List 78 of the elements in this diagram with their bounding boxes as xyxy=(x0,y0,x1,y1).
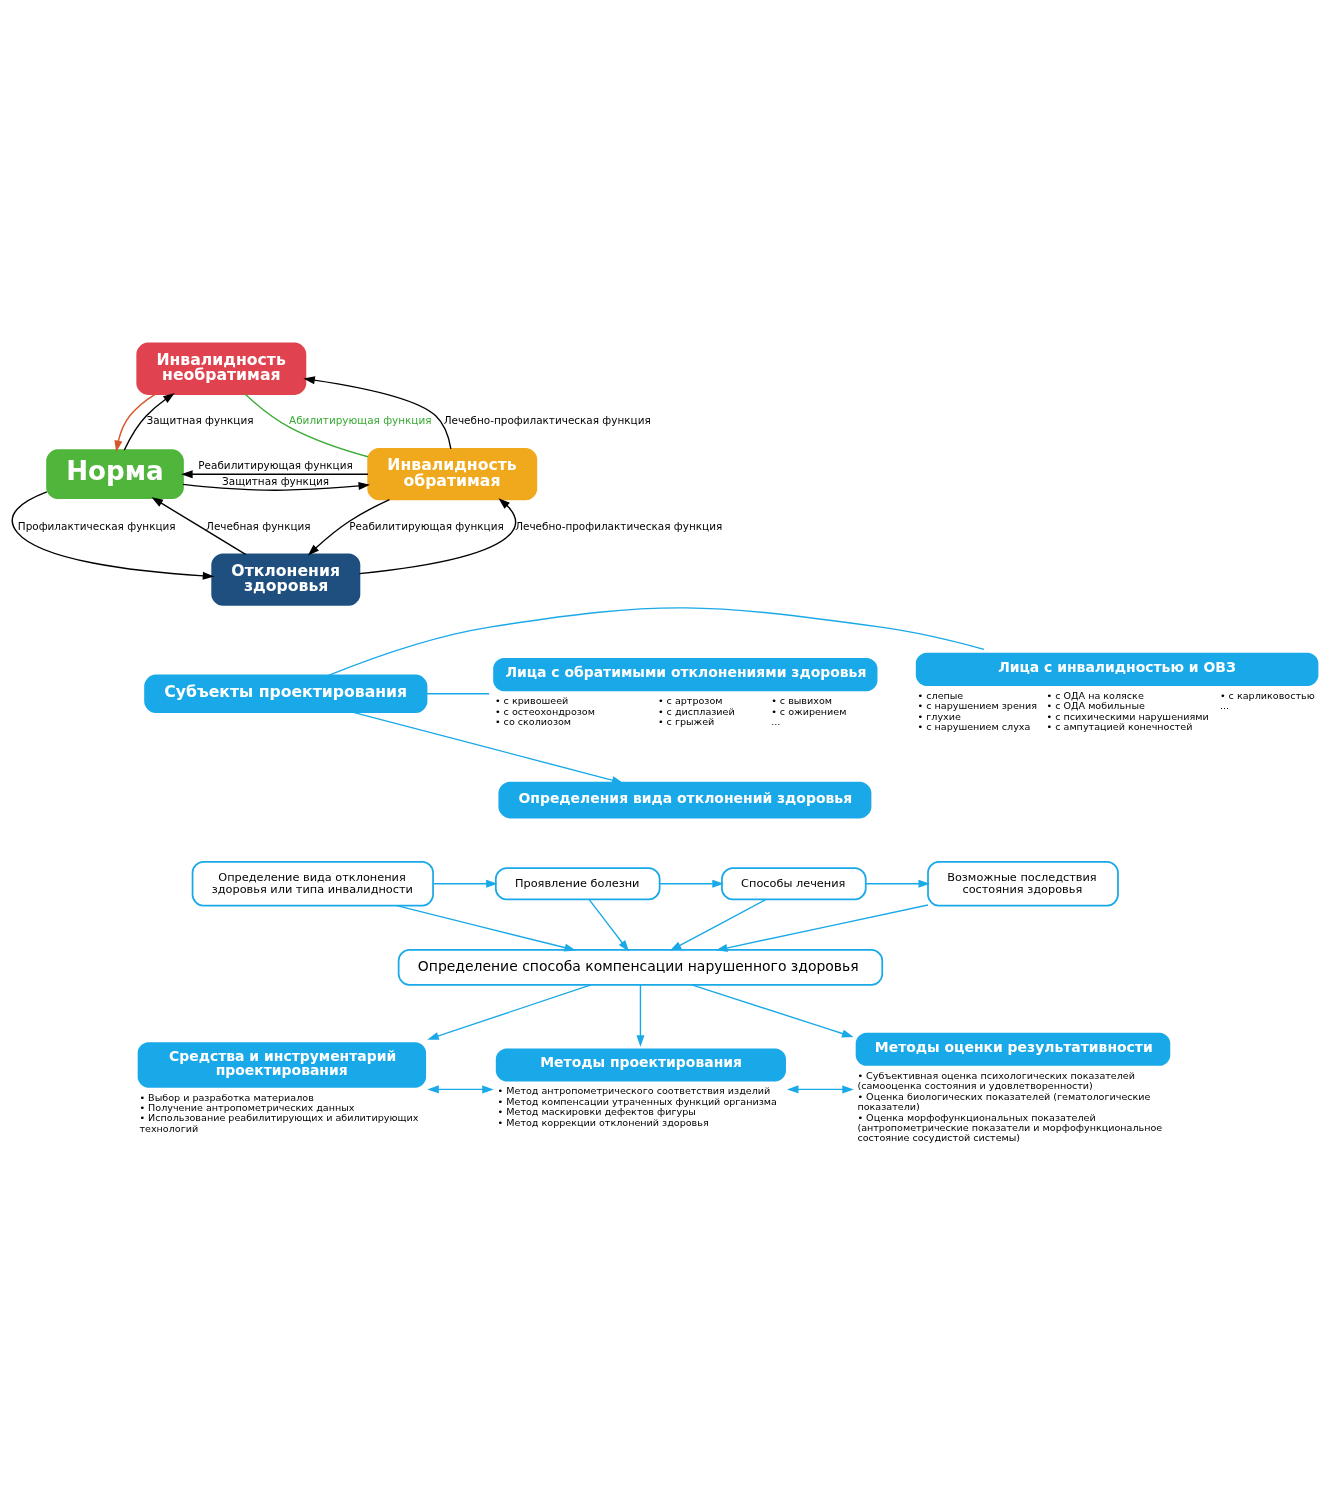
node-label: • с вывихом xyxy=(771,695,832,707)
arrow xyxy=(786,1085,854,1094)
arrow xyxy=(659,879,724,888)
node-label: • Получение антропометрических данных xyxy=(139,1102,355,1113)
node-box: Определение способа компенсации нарушенного здоровья xyxy=(397,949,884,986)
node-label: • с нарушением зрения xyxy=(917,700,1038,712)
node-label: • Выбор и разработка материалов xyxy=(139,1091,314,1103)
edge-label: Лечебная функция xyxy=(206,519,311,532)
node-box: Норма xyxy=(46,449,184,500)
arrow xyxy=(182,481,371,491)
node-label: • с грыжей xyxy=(657,715,715,727)
arrow xyxy=(396,904,577,952)
node-box: Способы лечения xyxy=(721,867,867,901)
node-label: • Использование реабилитирующих и абилитирующих технологий xyxy=(139,1112,419,1134)
node-box: Определение вида отклонения здоровья или типа инвалидности xyxy=(191,861,434,907)
node-label: • с нарушением слуха xyxy=(917,721,1031,733)
arrow xyxy=(865,879,930,888)
arrow xyxy=(636,984,645,1047)
node-box: Лица с обратимыми отклонениями здоровья xyxy=(493,658,878,692)
node-box: Субъекты проектирования xyxy=(144,674,428,713)
node-label: • слепые xyxy=(917,689,964,701)
node-box: Средства и инструментарий проектирования xyxy=(137,1042,427,1088)
arrow xyxy=(307,498,391,556)
edge-label: Профилактическая функция xyxy=(17,519,176,532)
arrow xyxy=(114,393,157,453)
node-label: • Метод антропометрического соответствия изделий xyxy=(497,1085,771,1097)
edge-label: Реабилитирующая функция xyxy=(198,458,353,471)
node-label: • Оценка биологических показателей (гематологические показатели) xyxy=(857,1090,1151,1113)
node-box: Методы оценки результативности xyxy=(855,1032,1171,1066)
edge-label: Абилитирующая функция xyxy=(289,414,432,427)
arrow xyxy=(358,498,517,575)
node-label: • Субъективная оценка психологических показателей (самооценка состояния и удовлетворенности) xyxy=(857,1069,1135,1092)
edge-label: Лечебно-профилактическая функция xyxy=(443,414,651,427)
node-label: • с дисплазией xyxy=(657,705,735,717)
connector xyxy=(244,393,369,458)
arrow xyxy=(427,1085,494,1094)
node-label: • Метод маскировки дефектов фигуры xyxy=(497,1106,696,1118)
node-box: Проявление болезни xyxy=(494,867,661,901)
arrow xyxy=(351,711,624,785)
node-label: • с ампутацией конечностей xyxy=(1046,721,1193,733)
node-box: Лица с инвалидностью и ОВЗ xyxy=(915,652,1319,686)
node-box: Инвалидность необратимая xyxy=(136,342,307,395)
arrow xyxy=(181,470,369,479)
node-label: • с кривошеей xyxy=(494,695,569,707)
node-box: Отклонения здоровья xyxy=(211,553,361,606)
node-label: • глухие xyxy=(917,710,961,722)
edge-label: Реабилитирующая функция xyxy=(349,519,504,532)
node-label: • с артрозом xyxy=(657,695,723,707)
arrow xyxy=(588,898,629,952)
edge-label: Защитная функция xyxy=(146,414,254,427)
node-label: • Метод коррекции отклонений здоровья xyxy=(497,1116,709,1128)
edge-label: Защитная функция xyxy=(222,475,330,488)
node-label: • с карликовостью xyxy=(1219,689,1315,701)
connector xyxy=(426,693,490,695)
connector xyxy=(327,607,985,677)
arrow xyxy=(715,904,929,952)
node-box: Возможные последствия состояния здоровья xyxy=(927,861,1119,907)
arrow xyxy=(432,879,498,888)
node-box: Определения вида отклонений здоровья xyxy=(498,781,872,819)
node-label: • с остеохондрозом xyxy=(494,705,595,717)
node-box: Инвалидность обратимая xyxy=(367,448,538,501)
node-box: Методы проектирования xyxy=(495,1048,786,1082)
node-label: • Оценка морфофункциональных показателей (антропометрические показатели и морфофункциональное состояние сосудистой системы) xyxy=(857,1111,1163,1144)
node-label: ... xyxy=(1219,700,1230,712)
arrow xyxy=(669,898,767,951)
arrow xyxy=(123,393,175,451)
arrow xyxy=(151,497,247,555)
arrow xyxy=(11,491,215,580)
node-label: • с ОДА на коляске xyxy=(1046,689,1144,701)
arrow xyxy=(691,984,854,1038)
arrow xyxy=(303,376,452,450)
node-label: • с ожирением xyxy=(771,705,847,717)
node-label: • с ОДА мобильные xyxy=(1046,700,1145,712)
node-label: • Метод компенсации утраченных функций организма xyxy=(497,1095,777,1107)
node-label: ... xyxy=(771,715,781,727)
arrow xyxy=(427,984,592,1040)
edge-label: Лечебно-профилактическая функция xyxy=(515,519,723,532)
node-label: • с психическими нарушениями xyxy=(1046,710,1209,722)
